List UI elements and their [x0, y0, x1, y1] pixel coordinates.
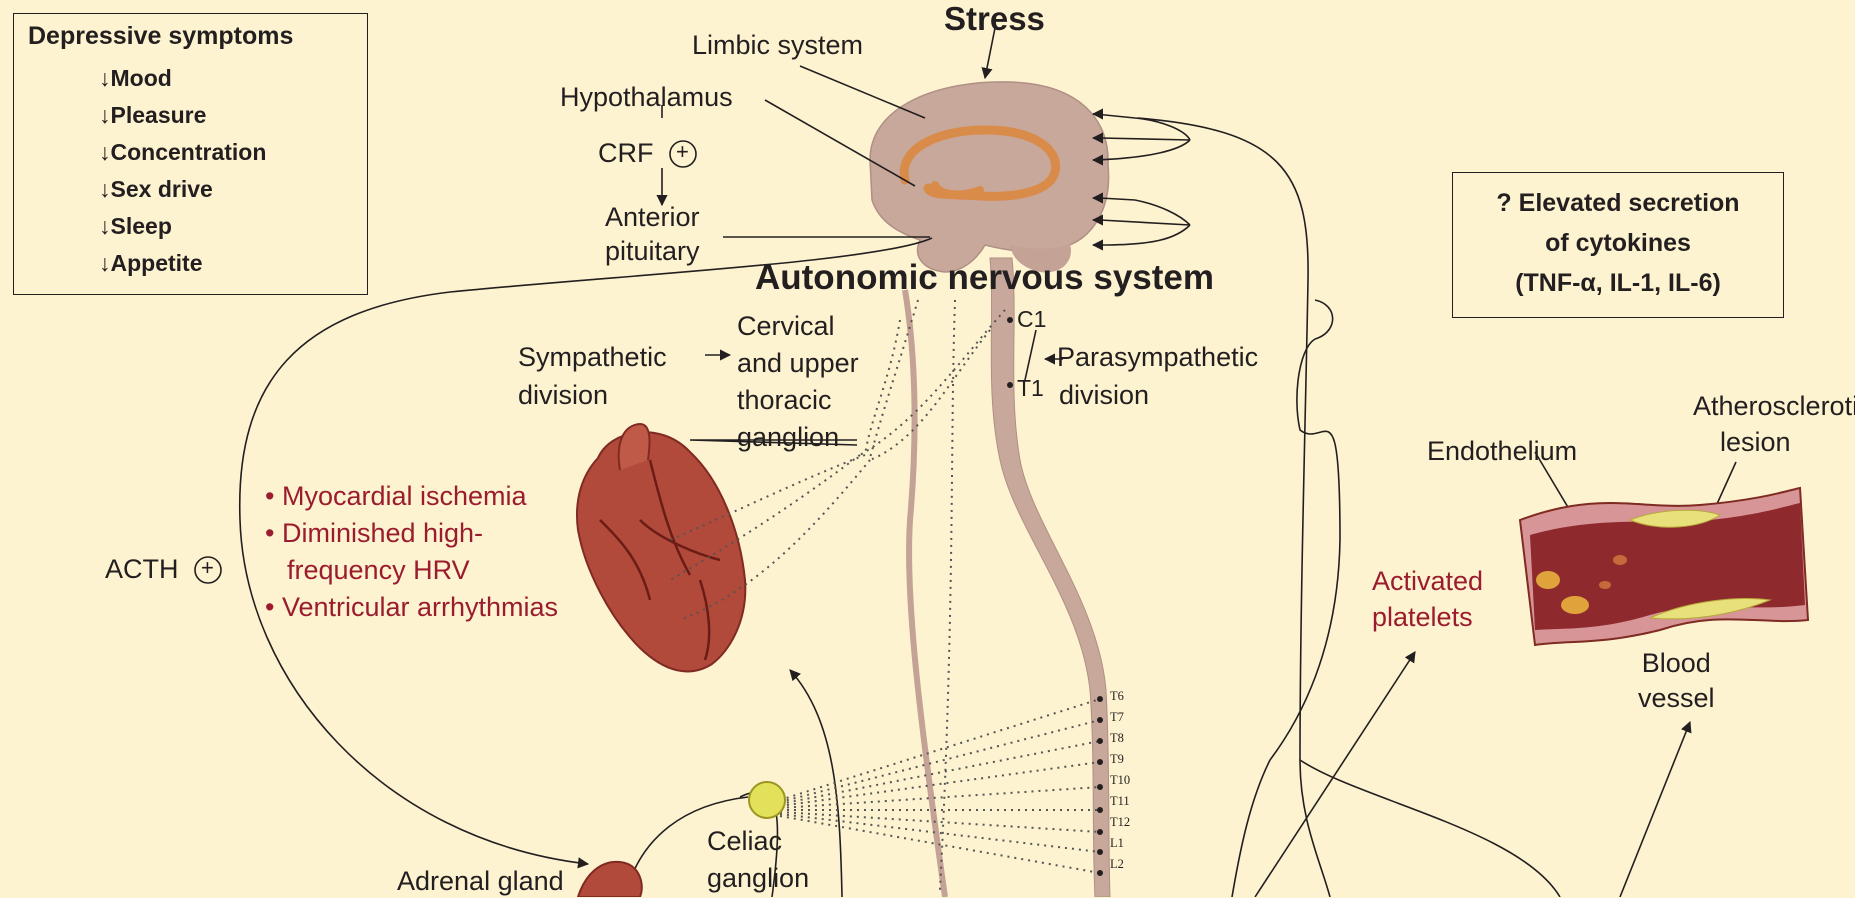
ans-title: Autonomic nervous system: [755, 257, 1214, 298]
activated-line2: platelets: [1372, 599, 1483, 635]
spine-level: T8: [1110, 728, 1130, 749]
cytokines-text: ? Elevated secretion of cytokines (TNF-α…: [1453, 183, 1783, 303]
activated-platelets-label: Activated platelets: [1372, 563, 1483, 635]
symptom-list: ↓Mood ↓Pleasure ↓Concentration ↓Sex driv…: [99, 60, 266, 282]
cervical-line: Cervical: [737, 308, 859, 345]
cervical-ganglion-label: Cervical and upper thoracic ganglion: [737, 308, 859, 456]
spine-level: T6: [1110, 686, 1130, 707]
adrenal-gland-shape: [578, 862, 642, 897]
crf-label: CRF: [598, 138, 654, 170]
spine-level: L2: [1110, 854, 1130, 875]
symptom-item: ↓Sex drive: [99, 171, 266, 208]
parasympathetic-line1: Parasympathetic: [1057, 338, 1258, 376]
blood-vessel-line2: vessel: [1638, 681, 1715, 716]
heart-illustration: [577, 424, 745, 671]
celiac-ganglion: [749, 782, 785, 818]
activated-line1: Activated: [1372, 563, 1483, 599]
symptom-item: ↓Pleasure: [99, 97, 266, 134]
depressive-symptoms-box: Depressive symptoms ↓Mood ↓Pleasure ↓Con…: [13, 13, 368, 295]
limbic-system-label: Limbic system: [692, 30, 863, 62]
acth-plus-sign: +: [201, 555, 214, 581]
cytokines-box: ? Elevated secretion of cytokines (TNF-α…: [1452, 172, 1784, 318]
spine-level: T11: [1110, 791, 1130, 812]
cervical-line: and upper: [737, 345, 859, 382]
anterior-pituitary-line2: pituitary: [605, 234, 700, 268]
c1-label: C1: [1017, 306, 1046, 333]
atherosclerotic-line2: lesion: [1693, 424, 1855, 460]
endothelium-label: Endothelium: [1427, 436, 1577, 468]
depressive-symptoms-heading: Depressive symptoms: [28, 22, 293, 52]
symptom-item: ↓Concentration: [99, 134, 266, 171]
heart-effect: • Ventricular arrhythmias: [265, 589, 558, 626]
spine-levels: T6 T7 T8 T9 T10 T11 T12 L1 L2: [1110, 686, 1130, 875]
sympathetic-line2: division: [518, 376, 667, 414]
crf-plus-sign: +: [676, 139, 689, 165]
spine-level: T10: [1110, 770, 1130, 791]
hypothalamus-label: Hypothalamus: [560, 82, 733, 114]
t1-label: T1: [1017, 375, 1044, 402]
sympathetic-division-label: Sympathetic division: [518, 338, 667, 414]
diagram-title: Stress: [944, 0, 1045, 39]
spine-level: T12: [1110, 812, 1130, 833]
cervical-line: thoracic: [737, 382, 859, 419]
spine-level: L1: [1110, 833, 1130, 854]
heart-effects-list: • Myocardial ischemia • Diminished high-…: [265, 478, 558, 626]
atherosclerotic-line1: Atherosclerotic: [1693, 388, 1855, 424]
anterior-pituitary-line1: Anterior: [605, 200, 700, 234]
blood-vessel-illustration: [1520, 488, 1808, 645]
cytokines-line: ? Elevated secretion: [1453, 183, 1783, 223]
cervical-line: ganglion: [737, 419, 859, 456]
heart-effect: • Myocardial ischemia: [265, 478, 558, 515]
sympathetic-line1: Sympathetic: [518, 338, 667, 376]
blood-vessel-line1: Blood: [1638, 646, 1715, 681]
celiac-line1: Celiac: [707, 823, 809, 860]
symptom-item: ↓Sleep: [99, 208, 266, 245]
heart-effect: • Diminished high-: [265, 515, 558, 552]
atherosclerotic-lesion-label: Atherosclerotic lesion: [1693, 388, 1855, 460]
cytokines-line: of cytokines: [1453, 223, 1783, 263]
celiac-line2: ganglion: [707, 860, 809, 897]
parasympathetic-line2: division: [1057, 376, 1258, 414]
symptom-item: ↓Appetite: [99, 245, 266, 282]
celiac-ganglion-label: Celiac ganglion: [707, 823, 809, 897]
adrenal-gland-label: Adrenal gland: [397, 866, 564, 898]
sympathetic-chain: [905, 290, 945, 897]
cytokines-line: (TNF-α, IL-1, IL-6): [1453, 263, 1783, 303]
parasympathetic-division-label: Parasympathetic division: [1057, 338, 1258, 414]
acth-label: ACTH: [105, 554, 179, 586]
blood-vessel-label: Blood vessel: [1638, 646, 1715, 716]
spine-level: T9: [1110, 749, 1130, 770]
heart-effect: frequency HRV: [265, 552, 558, 589]
anterior-pituitary-label: Anterior pituitary: [605, 200, 700, 268]
spine-level: T7: [1110, 707, 1130, 728]
symptom-item: ↓Mood: [99, 60, 266, 97]
